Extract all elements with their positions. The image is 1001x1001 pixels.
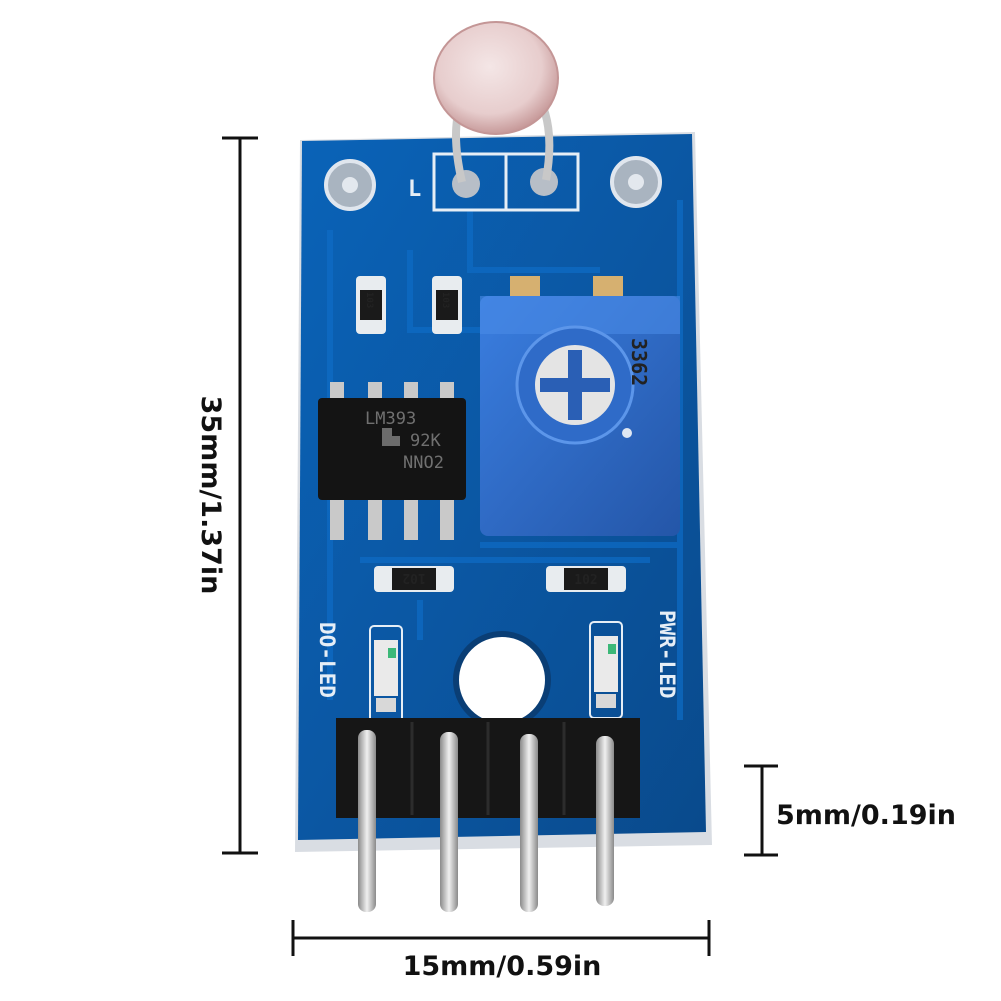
svg-text:92K: 92K [410, 431, 441, 451]
lm393-chip: LM393 92K NNO2 [318, 382, 466, 540]
width-label: 15mm/0.59in [403, 951, 602, 982]
photoresistor [433, 21, 559, 183]
svg-text:102: 102 [402, 570, 425, 585]
height-label: 35mm/1.37in [195, 396, 226, 595]
header-pins [358, 730, 614, 912]
do-led-label: DO-LED [315, 622, 339, 698]
resistor-bottom-left: 102 [374, 566, 454, 592]
resistor-top-left: 103 [356, 276, 386, 334]
width-dimension: 15mm/0.59in [291, 920, 711, 982]
center-hole [453, 631, 551, 729]
svg-text:103: 103 [440, 292, 450, 308]
ldr-pad-label: L [408, 177, 421, 202]
potentiometer: 3362 [480, 296, 680, 536]
svg-text:NNO2: NNO2 [403, 453, 444, 473]
pin-label: 5mm/0.19in [776, 800, 956, 831]
pwr-led-label: PWR-LED [655, 610, 679, 699]
resistor-bottom-right: 102 [546, 566, 626, 592]
svg-text:LM393: LM393 [365, 409, 416, 429]
do-led [369, 625, 403, 723]
pin-dimension: 5mm/0.19in [744, 764, 956, 857]
height-dimension: 35mm/1.37in [195, 136, 258, 855]
svg-text:103: 103 [364, 292, 374, 308]
pot-pads [510, 276, 623, 298]
pot-label: 3362 [627, 338, 651, 386]
resistor-top-right: 103 [432, 276, 462, 334]
svg-text:102: 102 [574, 573, 597, 588]
pin-header [336, 718, 640, 818]
